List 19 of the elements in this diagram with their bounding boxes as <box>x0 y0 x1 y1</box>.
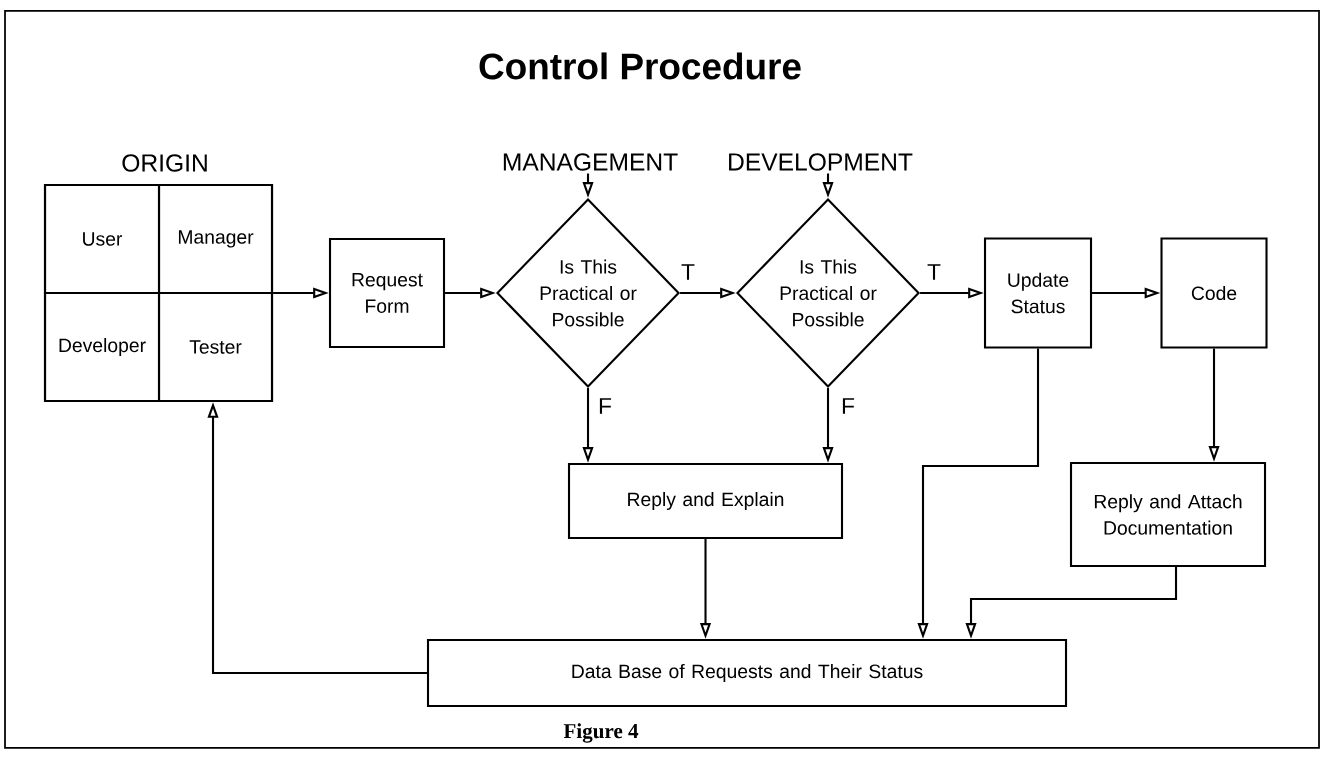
node-label: ORIGIN <box>122 154 207 172</box>
role-cell: Tester <box>157 291 274 403</box>
group-heading: DEVELOPMENT <box>729 153 913 171</box>
edge-label: F <box>839 396 857 416</box>
process-box: Code <box>1160 237 1268 349</box>
edge-label: T <box>679 262 697 282</box>
caption: Figure 4 <box>563 723 639 743</box>
edge-label: T <box>925 262 943 282</box>
group-heading: MANAGEMENT <box>503 153 678 171</box>
role-cell: Developer <box>43 291 161 403</box>
process-box: Reply and Attach Documentation <box>1069 461 1267 568</box>
role-cell: Manager <box>157 183 274 295</box>
process-box: Reply and Explain <box>567 462 844 540</box>
process-box: Request Form <box>328 237 446 349</box>
role-cell: User <box>43 183 161 295</box>
process-box: Update Status <box>983 237 1093 349</box>
database-box: Data Base of Requests and Their Status <box>426 638 1068 708</box>
title: Control Procedure <box>479 52 801 80</box>
edge-label: F <box>596 396 614 416</box>
